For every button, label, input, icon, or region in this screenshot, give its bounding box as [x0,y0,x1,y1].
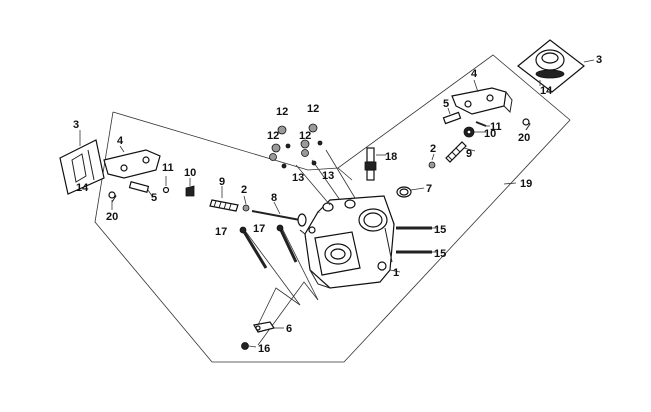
callout-15: 15 [434,224,446,236]
callout-4: 4 [117,135,124,147]
callout-10: 10 [184,167,196,179]
leader-lines [245,149,401,346]
callout-9: 9 [466,148,472,160]
callout-11: 11 [162,162,174,174]
callout-3: 3 [596,54,602,66]
callout-10: 10 [484,128,496,140]
callout-20: 20 [106,211,118,223]
bottom-bracket-parts [241,321,284,350]
callout-3: 3 [73,119,79,131]
assembly-group-outline [94,54,571,363]
callout-2: 2 [241,184,247,196]
stud-bolts [396,226,438,254]
callout-13: 13 [322,170,334,182]
callout-16: 16 [258,343,270,355]
callout-19: 19 [520,178,532,190]
callout-13: 13 [292,172,304,184]
callout-18: 18 [385,151,397,163]
right-valve-train [428,79,513,169]
top-right-cover [517,39,595,131]
long-bolts [239,224,298,269]
callout-1: 1 [393,267,399,279]
callout-2: 2 [430,143,436,155]
callout-4: 4 [471,68,478,80]
callout-12: 12 [299,130,311,142]
nuts-and-washers [269,123,323,169]
callout-5: 5 [443,98,449,110]
callout-14: 14 [540,85,553,97]
callout-11: 11 [490,121,502,133]
callout-20: 20 [518,132,530,144]
callout-labels: 1 2 2 3 3 4 4 5 5 6 7 8 9 9 10 10 11 11 … [73,54,602,355]
callout-14: 14 [76,182,89,194]
callout-9: 9 [219,176,225,188]
spark-plug [364,147,386,181]
callout-15: 15 [434,248,446,260]
callout-7: 7 [426,183,432,195]
callout-12: 12 [267,130,279,142]
callout-6: 6 [286,323,292,335]
callout-12: 12 [276,106,288,118]
cylinder-head [299,195,395,289]
left-valve-train [59,130,307,227]
callout-12: 12 [307,103,319,115]
callout-5: 5 [151,192,157,204]
o-ring [396,186,425,198]
callout-8: 8 [271,192,277,204]
callout-17: 17 [215,226,227,238]
callout-17: 17 [253,223,265,235]
